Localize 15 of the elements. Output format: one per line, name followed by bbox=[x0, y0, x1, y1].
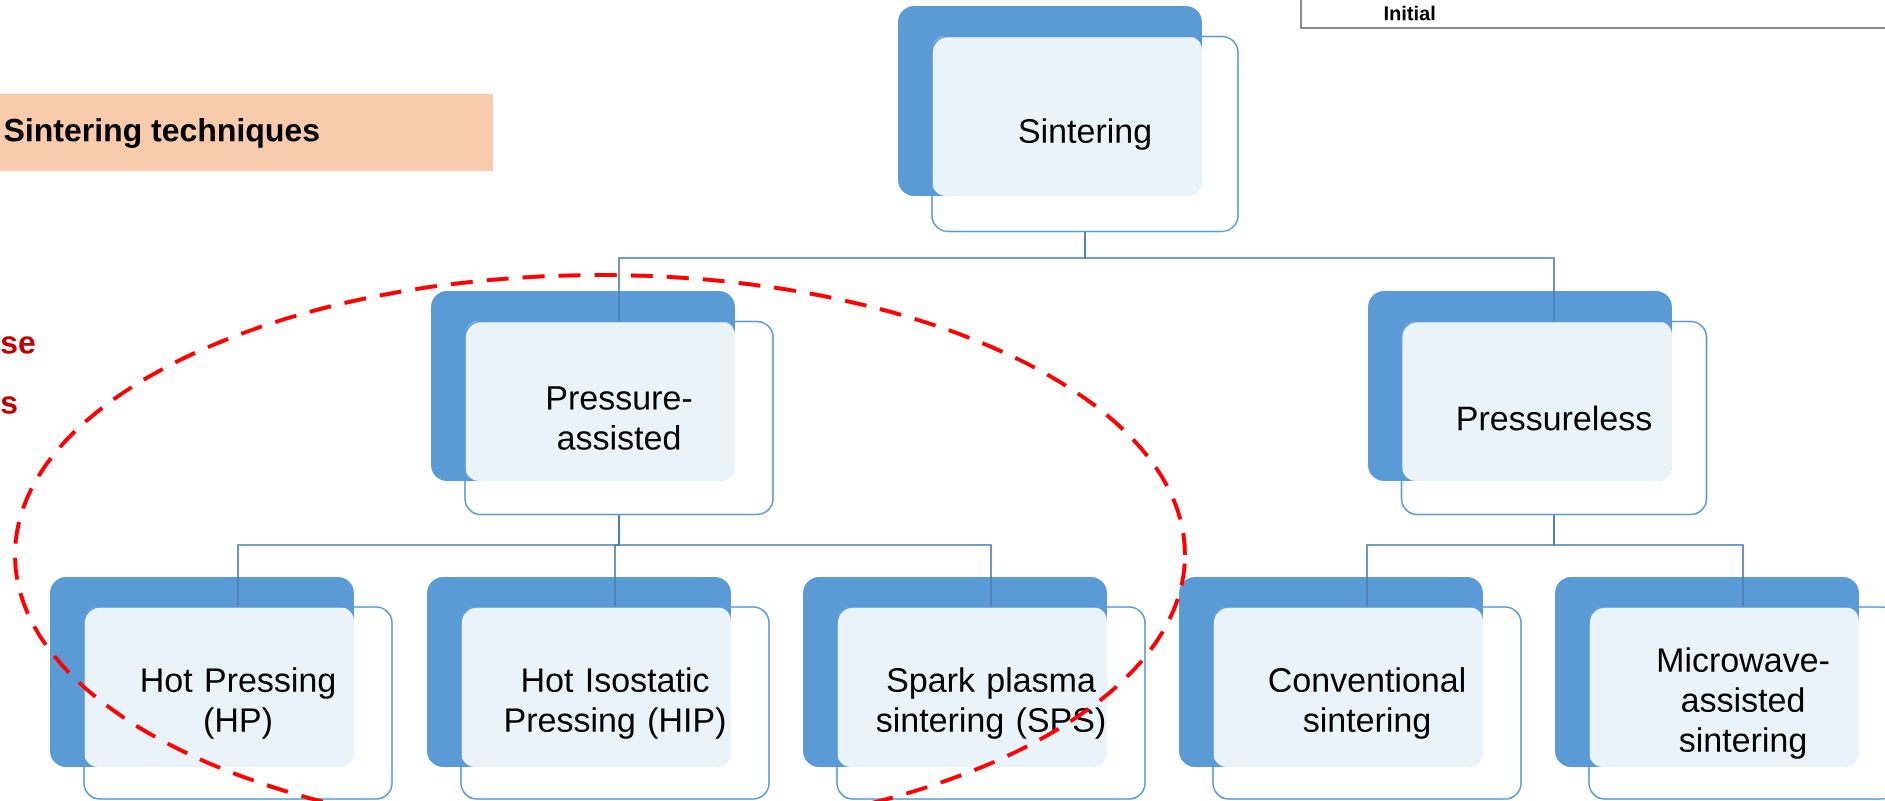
note-text: Initial bbox=[1384, 5, 1435, 21]
process-box: Spark plasma sintering (SPS) bbox=[803, 577, 1146, 800]
process-box: Conventional sintering bbox=[1179, 577, 1522, 800]
process-box: Pressureless bbox=[1368, 291, 1708, 516]
process-box: Hot Isostatic Pressing (HIP) bbox=[427, 577, 770, 800]
side-text: se bbox=[1, 336, 35, 354]
process-box: Pressure-assisted bbox=[431, 291, 774, 516]
connector-line bbox=[1084, 231, 1555, 322]
title-band: Sintering techniques bbox=[0, 94, 493, 171]
process-box: Hot Pressing (HP) bbox=[50, 577, 393, 800]
process-box: Sintering bbox=[898, 6, 1239, 233]
process-box: Microwave-assisted sintering bbox=[1555, 577, 1885, 800]
connector-line bbox=[1553, 514, 1744, 607]
connector-line bbox=[618, 514, 992, 607]
side-text: s bbox=[1, 396, 17, 414]
